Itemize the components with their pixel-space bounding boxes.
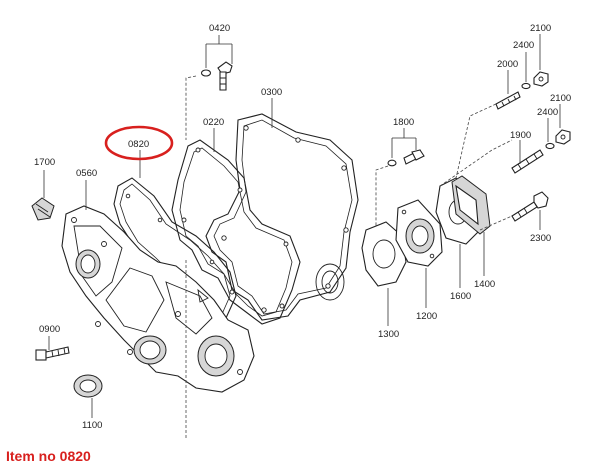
bolt-0900[interactable]	[35, 346, 70, 361]
label-0220[interactable]: 0220	[203, 117, 224, 128]
washer-2400-upper[interactable]	[521, 82, 531, 90]
label-2100-lower[interactable]: 2100	[550, 93, 571, 104]
label-2400-upper[interactable]: 2400	[513, 40, 534, 51]
label-1100[interactable]: 1100	[82, 420, 102, 431]
stud-1900[interactable]	[511, 149, 544, 174]
oil-seal-1100[interactable]	[73, 374, 103, 398]
part-number-labels: 0420 0300 0220 0820 1700 0560 0900 1100 …	[34, 23, 571, 431]
leader-lines	[43, 34, 561, 418]
flange-1200[interactable]	[395, 199, 443, 267]
label-1800[interactable]: 1800	[393, 117, 414, 128]
bolt-2300[interactable]	[511, 191, 549, 222]
label-0300[interactable]: 0300	[261, 87, 282, 98]
gasket-0300[interactable]	[205, 113, 359, 321]
gasket-0220[interactable]	[171, 139, 301, 325]
label-1200[interactable]: 1200	[416, 311, 437, 322]
bolt-washer-0420[interactable]	[200, 61, 233, 91]
label-2400-lower[interactable]: 2400	[537, 107, 558, 118]
label-0560[interactable]: 0560	[76, 168, 97, 179]
item-caption: Item no 0820	[6, 448, 91, 464]
label-0820[interactable]: 0820	[128, 139, 149, 150]
front-cover-0560[interactable]	[61, 205, 255, 393]
stud-2000[interactable]	[495, 91, 521, 110]
label-2000[interactable]: 2000	[497, 59, 518, 70]
bolt-washer-1800[interactable]	[387, 149, 425, 167]
label-0420[interactable]: 0420	[209, 23, 230, 34]
nut-2100-upper[interactable]	[533, 71, 549, 87]
label-1900[interactable]: 1900	[510, 130, 531, 141]
washer-2400-lower[interactable]	[545, 142, 555, 150]
label-1600[interactable]: 1600	[450, 291, 471, 302]
label-1700[interactable]: 1700	[34, 157, 55, 168]
nut-2100-lower[interactable]	[555, 129, 571, 145]
cover-plate-1400[interactable]	[451, 175, 491, 235]
highlight-circle	[104, 125, 174, 161]
label-2300[interactable]: 2300	[530, 233, 551, 244]
label-1300[interactable]: 1300	[378, 329, 399, 340]
label-0900[interactable]: 0900	[39, 324, 60, 335]
label-2100-upper[interactable]: 2100	[530, 23, 551, 34]
assembly-lines	[185, 75, 513, 440]
plug-1700[interactable]	[31, 197, 55, 221]
label-1400[interactable]: 1400	[474, 279, 495, 290]
gasket-1300[interactable]	[361, 221, 407, 287]
